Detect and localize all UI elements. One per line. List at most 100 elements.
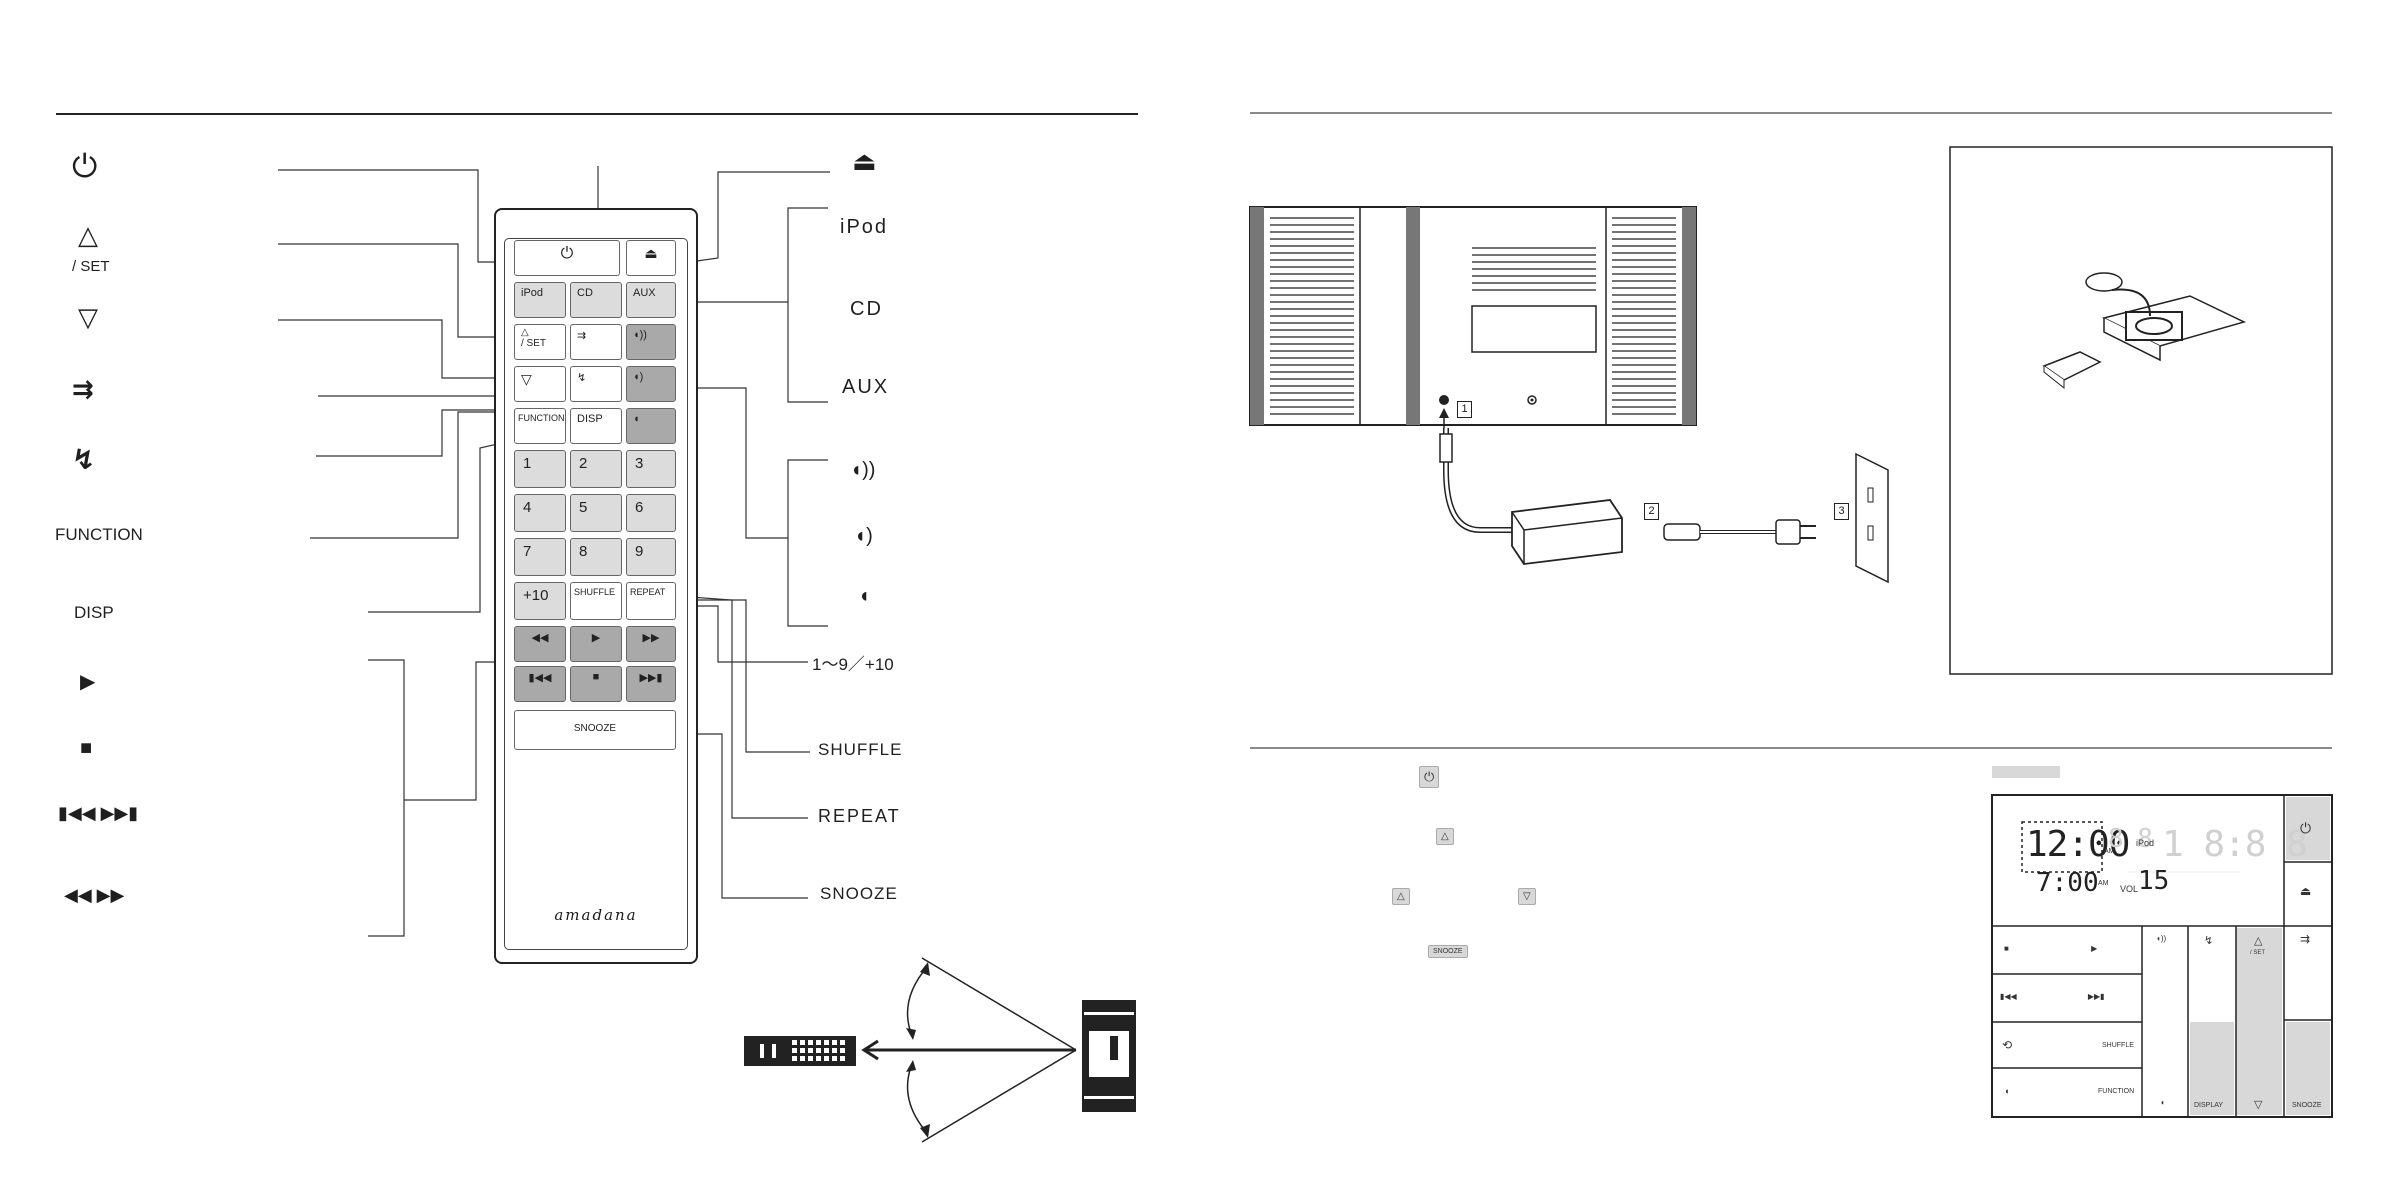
remote-number-5[interactable]: 5: [570, 494, 622, 532]
remote-snooze-button[interactable]: SNOOZE: [514, 710, 676, 750]
snooze-tag: SNOOZE: [1428, 945, 1468, 958]
alarm-icon: ⇉: [577, 330, 587, 342]
remote-sleep-button[interactable]: ↯: [570, 366, 622, 402]
ac-adapter-cable: [1439, 428, 1889, 584]
lcd-vol-value: 15: [2138, 866, 2170, 896]
function-label: FUNCTION: [55, 525, 143, 544]
battery-inset: [1949, 146, 2333, 675]
remote-repeat-button[interactable]: REPEAT: [626, 582, 676, 620]
remote-fastforward-button[interactable]: ▶▶: [626, 626, 676, 662]
play-icon: ▶: [80, 671, 96, 693]
device-snooze-label[interactable]: SNOOZE: [2292, 1102, 2322, 1109]
remote-play-button[interactable]: ▶: [570, 626, 622, 662]
ipod-label: iPod: [840, 216, 889, 238]
lcd-ghost-digits: 8 8: [2108, 824, 2153, 854]
skip-icon: ▮◀◀: [528, 672, 552, 684]
volume-icon: ◖): [633, 371, 644, 383]
remote-brand-logo: amadana: [554, 906, 638, 924]
repeat-label: REPEAT: [818, 806, 901, 826]
lcd-vol-label: VOL: [2120, 884, 2139, 894]
sleep-icon: ↯: [577, 372, 587, 384]
device-display-label[interactable]: DISPLAY: [2194, 1102, 2224, 1109]
remote-number-1[interactable]: 1: [514, 450, 566, 488]
eject-icon: ⏏: [852, 146, 877, 176]
device-play-stop[interactable]: ■ ▶: [2004, 944, 2098, 953]
remote-volume-up-button[interactable]: ◖)): [626, 324, 676, 360]
up-triangle-icon: △: [78, 220, 98, 250]
lcd-time: 12:00: [2026, 824, 2130, 865]
remote-function-button[interactable]: FUNCTION: [514, 408, 566, 444]
remote-aux-button[interactable]: AUX: [626, 282, 676, 318]
remote-number-4[interactable]: 4: [514, 494, 566, 532]
set-label: / SET: [72, 258, 110, 275]
shuffle-label: SHUFFLE: [818, 740, 903, 759]
remote-power-button[interactable]: ⏻: [514, 240, 620, 276]
down-triangle-icon: ▽: [78, 302, 98, 332]
remote-shuffle-button[interactable]: SHUFFLE: [570, 582, 622, 620]
remote-number-6[interactable]: 6: [626, 494, 676, 532]
seek-icon: ▶▶: [642, 632, 660, 644]
lcd-alarm-time: 7:00: [2036, 868, 2099, 898]
down-triangle-icon: ▽: [521, 371, 532, 387]
power-icon: ⏻: [1419, 766, 1440, 788]
lcd-source: iPod: [2136, 838, 2155, 848]
remote-mute-button[interactable]: ◖: [626, 408, 676, 444]
aux-label: AUX: [842, 376, 890, 398]
snooze-label: SNOOZE: [820, 884, 898, 903]
volume-icon: ◖: [858, 585, 871, 607]
cd-label: CD: [850, 298, 883, 320]
remote-cd-button[interactable]: CD: [570, 282, 622, 318]
sleep-icon: ↯: [72, 444, 96, 475]
device-power-button[interactable]: ⏻: [2300, 820, 2312, 836]
sleep-icon[interactable]: ↯: [2204, 935, 2214, 947]
remote-disp-button[interactable]: DISP: [570, 408, 622, 444]
device-eject-button[interactable]: ⏏: [2300, 884, 2312, 898]
volume-icon: ◖)): [850, 459, 876, 481]
lcd-ampm: AM: [2104, 848, 2115, 855]
volume-icon: ◖): [854, 525, 873, 547]
remote-number-2[interactable]: 2: [570, 450, 622, 488]
step-number-2: 2: [1644, 503, 1659, 520]
numbers-label: 1～9／+10: [812, 655, 894, 674]
remote-rewind-button[interactable]: ◀◀: [514, 626, 566, 662]
seek-icon: ◀◀ ▶▶: [64, 885, 125, 905]
remote-number-9[interactable]: 9: [626, 538, 676, 576]
step-number-3: 3: [1834, 503, 1849, 520]
power-icon: ⏻: [72, 148, 98, 184]
volume-icon[interactable]: ◖)): [2156, 934, 2167, 943]
play-icon: ▶: [591, 632, 601, 644]
device-function-label[interactable]: FUNCTION: [2098, 1088, 2135, 1095]
remote-up-set-button[interactable]: △ / SET: [514, 324, 566, 360]
remote-number-7[interactable]: 7: [514, 538, 566, 576]
remote-alarm-button[interactable]: ⇉: [570, 324, 622, 360]
stop-icon: ■: [80, 737, 93, 759]
remote-prev-button[interactable]: ▮◀◀: [514, 666, 566, 702]
seek-icon: ◀◀: [531, 632, 549, 644]
remote-control: ⏻ ⏏ iPod CD AUX △ / SET ⇉ ◖)) ▽ ↯ ◖) FUN…: [494, 208, 698, 964]
lcd-alarm-ampm: AM: [2098, 880, 2109, 887]
remote-ipod-button[interactable]: iPod: [514, 282, 566, 318]
volume-icon[interactable]: ◖: [2160, 1098, 2165, 1107]
device-shuffle-label[interactable]: SHUFFLE: [2102, 1042, 2134, 1049]
down-triangle-icon[interactable]: ▽: [2254, 1099, 2263, 1111]
device-front-panel: [1991, 766, 2333, 1118]
remote-volume-down-button[interactable]: ◖): [626, 366, 676, 402]
remote-eject-button[interactable]: ⏏: [626, 240, 676, 276]
remote-plus10-button[interactable]: +10: [514, 582, 566, 620]
remote-number-3[interactable]: 3: [626, 450, 676, 488]
device-skip[interactable]: ▮◀◀ ▶▶▮: [2000, 992, 2105, 1001]
alarm-icon: ⇉: [72, 374, 94, 404]
up-triangle-icon[interactable]: △: [2254, 935, 2263, 947]
step-number-1: 1: [1457, 401, 1472, 418]
alarm-icon[interactable]: ⇉: [2300, 932, 2311, 946]
remote-inner-frame: [504, 238, 688, 950]
skip-icon: ▮◀◀ ▶▶▮: [58, 803, 139, 823]
remote-number-8[interactable]: 8: [570, 538, 622, 576]
volume-icon: ◖: [633, 413, 640, 425]
skip-icon: ▶▶▮: [639, 672, 663, 684]
remote-stop-button[interactable]: ■: [570, 666, 622, 702]
remote-next-button[interactable]: ▶▶▮: [626, 666, 676, 702]
device-set-label: / SET: [2250, 950, 2266, 956]
remote-down-button[interactable]: ▽: [514, 366, 566, 402]
